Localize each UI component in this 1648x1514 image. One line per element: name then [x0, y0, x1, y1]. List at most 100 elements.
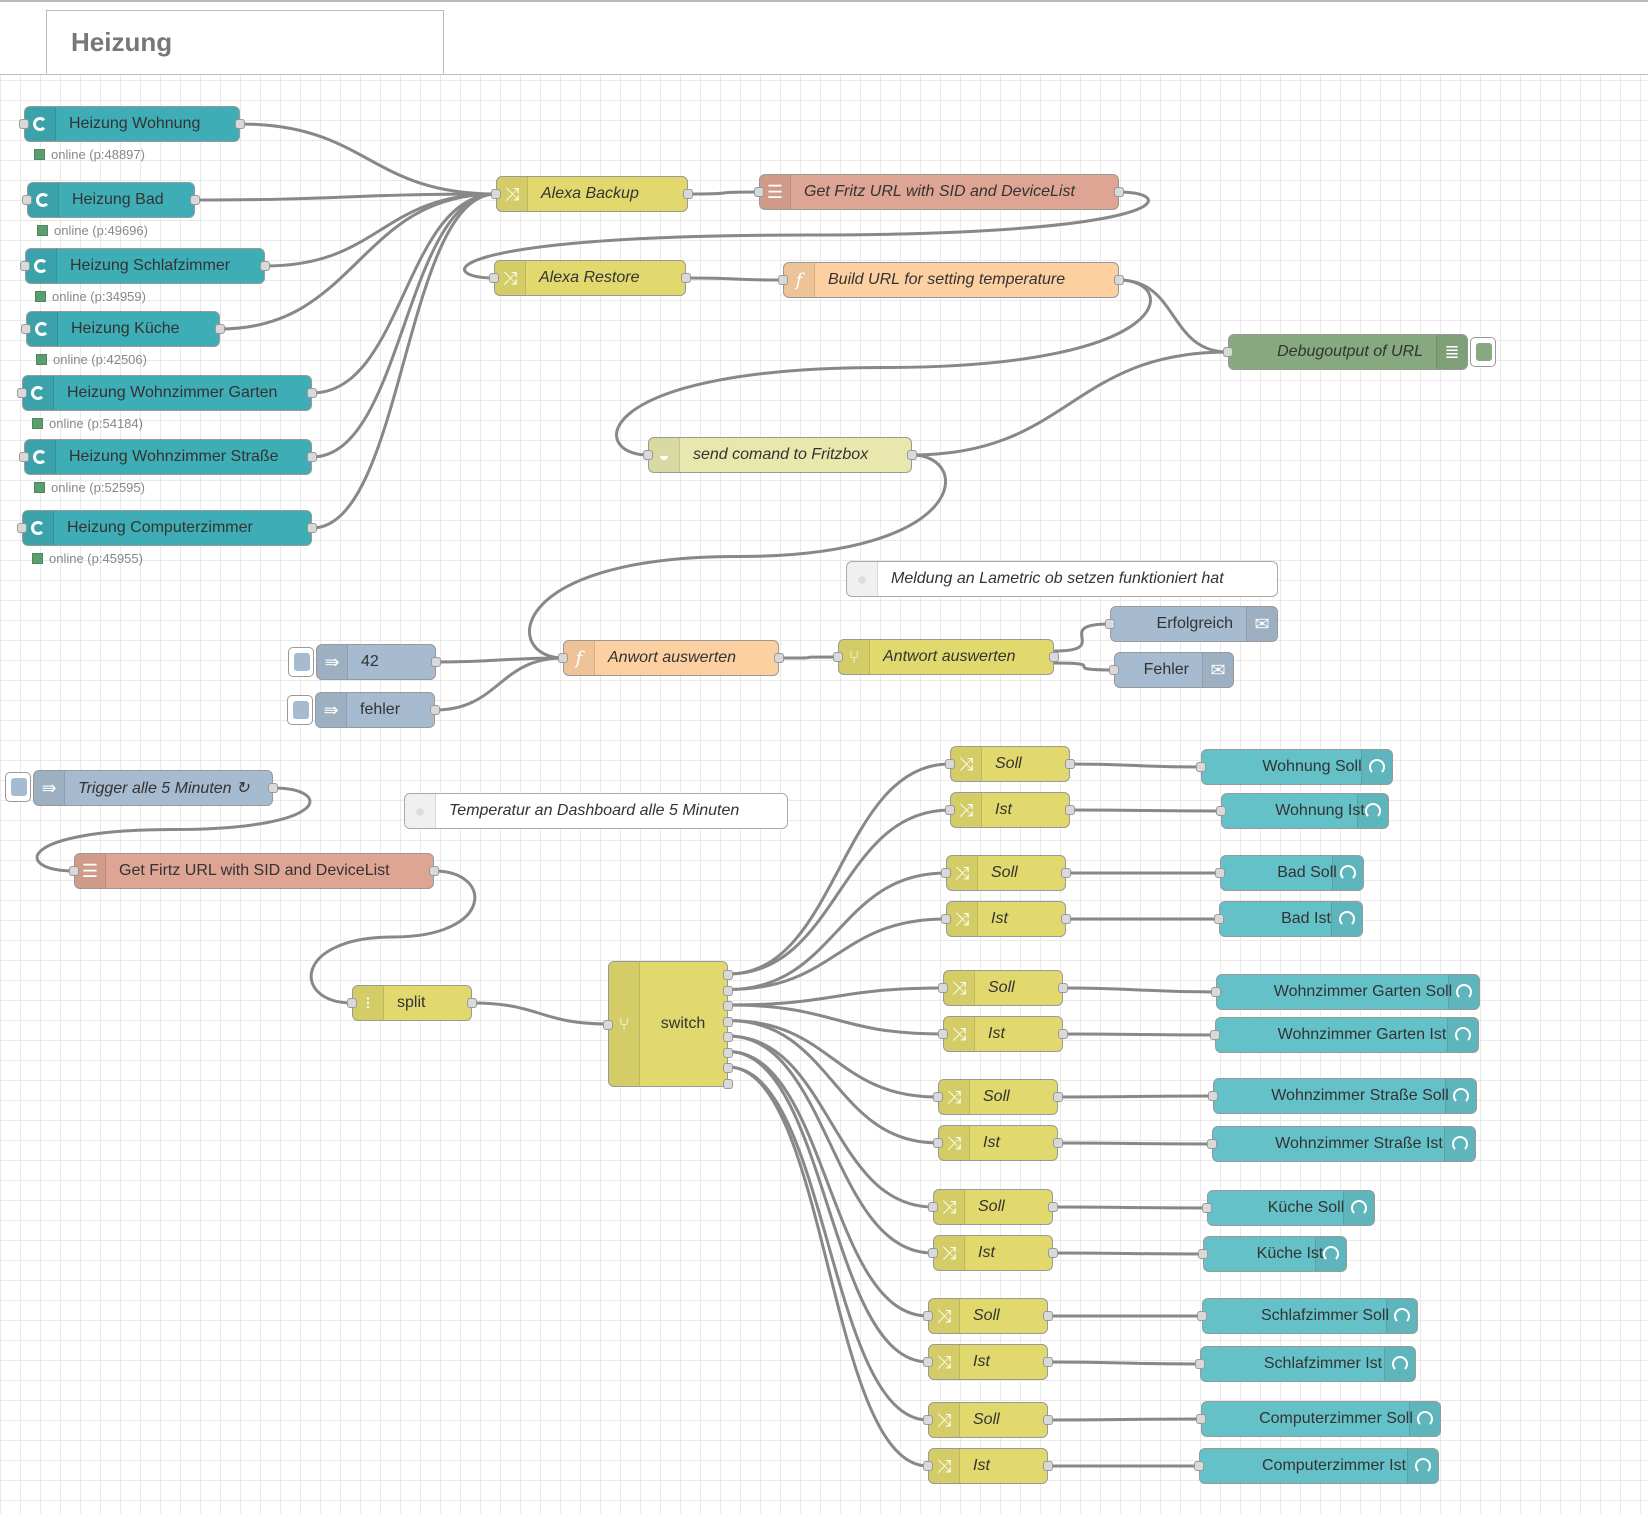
comment-lametric[interactable]: ●Meldung an Lametric ob setzen funktioni…	[846, 561, 1278, 597]
change-soll-2[interactable]: ⤨Soll	[941, 855, 1071, 891]
wire[interactable]	[727, 1050, 929, 1318]
output-port[interactable]	[1053, 1092, 1063, 1102]
get-fritz-url-node[interactable]: ☰Get Fritz URL with SID and DeviceList	[754, 174, 1124, 210]
change-soll-4[interactable]: ⤨Soll	[933, 1079, 1063, 1115]
input-port[interactable]	[1211, 987, 1221, 997]
input-port[interactable]	[1215, 868, 1225, 878]
wire[interactable]	[311, 192, 497, 459]
input-port[interactable]	[1216, 806, 1226, 816]
wire[interactable]	[727, 1065, 929, 1468]
output-port[interactable]	[1058, 1029, 1068, 1039]
wire[interactable]	[687, 190, 760, 196]
output-port[interactable]	[1114, 187, 1124, 197]
output-port[interactable]	[430, 705, 440, 715]
gauge-3[interactable]: Bad Soll	[1215, 855, 1364, 891]
input-port[interactable]	[1195, 1359, 1205, 1369]
output-port[interactable]	[429, 866, 439, 876]
wire[interactable]	[435, 656, 564, 664]
input-port[interactable]	[1105, 619, 1115, 629]
gauge-9[interactable]: Küche Soll	[1202, 1190, 1375, 1226]
input-port[interactable]	[938, 983, 948, 993]
wire[interactable]	[911, 350, 1229, 457]
change-soll-5[interactable]: ⤨Soll	[928, 1189, 1058, 1225]
wire[interactable]	[727, 1050, 929, 1364]
input-port[interactable]	[603, 1020, 613, 1030]
alexa-node-6[interactable]: Heizung Wohnzimmer Straße	[19, 439, 317, 475]
input-port[interactable]	[778, 275, 788, 285]
output-port[interactable]	[1061, 868, 1071, 878]
wire[interactable]	[727, 762, 951, 976]
input-port[interactable]	[754, 187, 764, 197]
switch-output-port-3[interactable]	[723, 1001, 733, 1011]
output-port[interactable]	[268, 783, 278, 793]
wire[interactable]	[1057, 1141, 1213, 1146]
input-port[interactable]	[1207, 1139, 1217, 1149]
gauge-7[interactable]: Wohnzimmer Straße Soll	[1208, 1078, 1477, 1114]
gauge-1[interactable]: Wohnung Soll	[1196, 749, 1393, 785]
wire[interactable]	[727, 1034, 934, 1255]
input-port[interactable]	[1196, 1414, 1206, 1424]
change-soll-3[interactable]: ⤨Soll	[938, 970, 1068, 1006]
get-firtz-url-node[interactable]: ☰Get Firtz URL with SID and DeviceList	[69, 853, 439, 889]
output-port[interactable]	[1053, 1138, 1063, 1148]
wire[interactable]	[1052, 1205, 1208, 1210]
change-ist-4[interactable]: ⤨Ist	[933, 1125, 1063, 1161]
output-port[interactable]	[681, 273, 691, 283]
input-port[interactable]	[928, 1248, 938, 1258]
wire[interactable]	[1047, 1360, 1201, 1366]
wire[interactable]	[727, 871, 947, 991]
wire[interactable]	[727, 986, 944, 1007]
wire[interactable]	[1062, 1032, 1216, 1037]
wire[interactable]	[309, 869, 477, 1005]
output-port[interactable]	[307, 523, 317, 533]
input-port[interactable]	[347, 998, 357, 1008]
switch-output-port-5[interactable]	[723, 1032, 733, 1042]
change-ist-5[interactable]: ⤨Ist	[928, 1235, 1058, 1271]
trigger-5min-node[interactable]: ⇛Trigger alle 5 Minuten ↻	[33, 770, 278, 806]
gauge-10[interactable]: Küche Ist	[1198, 1236, 1347, 1272]
alexa-node-3[interactable]: Heizung Schlafzimmer	[20, 248, 270, 284]
input-port[interactable]	[22, 195, 32, 205]
input-port[interactable]	[1196, 762, 1206, 772]
wire[interactable]	[434, 656, 564, 712]
input-port[interactable]	[923, 1461, 933, 1471]
output-port[interactable]	[1043, 1461, 1053, 1471]
wire[interactable]	[1053, 622, 1111, 653]
gauge-4[interactable]: Bad Ist	[1214, 901, 1363, 937]
output-port[interactable]	[1043, 1415, 1053, 1425]
input-port[interactable]	[833, 652, 843, 662]
gauge-6[interactable]: Wohnzimmer Garten Ist	[1210, 1017, 1479, 1053]
trigger-inject-button[interactable]	[5, 772, 31, 802]
switch-output-port-7[interactable]	[723, 1063, 733, 1073]
input-port[interactable]	[923, 1357, 933, 1367]
output-port[interactable]	[1048, 1248, 1058, 1258]
wire[interactable]	[727, 917, 947, 991]
input-port[interactable]	[558, 653, 568, 663]
output-port[interactable]	[1043, 1311, 1053, 1321]
debug-toggle-button[interactable]	[1470, 337, 1496, 367]
inject-fehler-button[interactable]	[287, 695, 313, 725]
switch-node[interactable]: ⑂switch	[603, 961, 733, 1089]
change-ist-3[interactable]: ⤨Ist	[938, 1016, 1068, 1052]
output-port[interactable]	[307, 452, 317, 462]
output-port[interactable]	[260, 261, 270, 271]
wire[interactable]	[685, 276, 784, 282]
input-port[interactable]	[17, 523, 27, 533]
output-port[interactable]	[683, 189, 693, 199]
output-port[interactable]	[235, 119, 245, 129]
antwort-auswerten-switch[interactable]: ⑂Antwort auswerten	[833, 639, 1059, 675]
wire[interactable]	[311, 192, 497, 395]
split-node[interactable]: ⁝split	[347, 985, 477, 1021]
input-port[interactable]	[933, 1138, 943, 1148]
inject-fehler-node[interactable]: ⇛fehler	[315, 692, 440, 728]
output-port[interactable]	[307, 388, 317, 398]
input-port[interactable]	[19, 119, 29, 129]
alexa-backup-node[interactable]: ⤨Alexa Backup	[491, 176, 693, 212]
mail-erfolgreich-node[interactable]: ✉Erfolgreich	[1105, 606, 1278, 642]
input-port[interactable]	[1210, 1030, 1220, 1040]
mail-fehler-node[interactable]: ✉Fehler	[1109, 652, 1234, 688]
input-port[interactable]	[1223, 347, 1233, 357]
wire[interactable]	[1052, 1251, 1204, 1256]
change-ist-6[interactable]: ⤨Ist	[923, 1344, 1053, 1380]
